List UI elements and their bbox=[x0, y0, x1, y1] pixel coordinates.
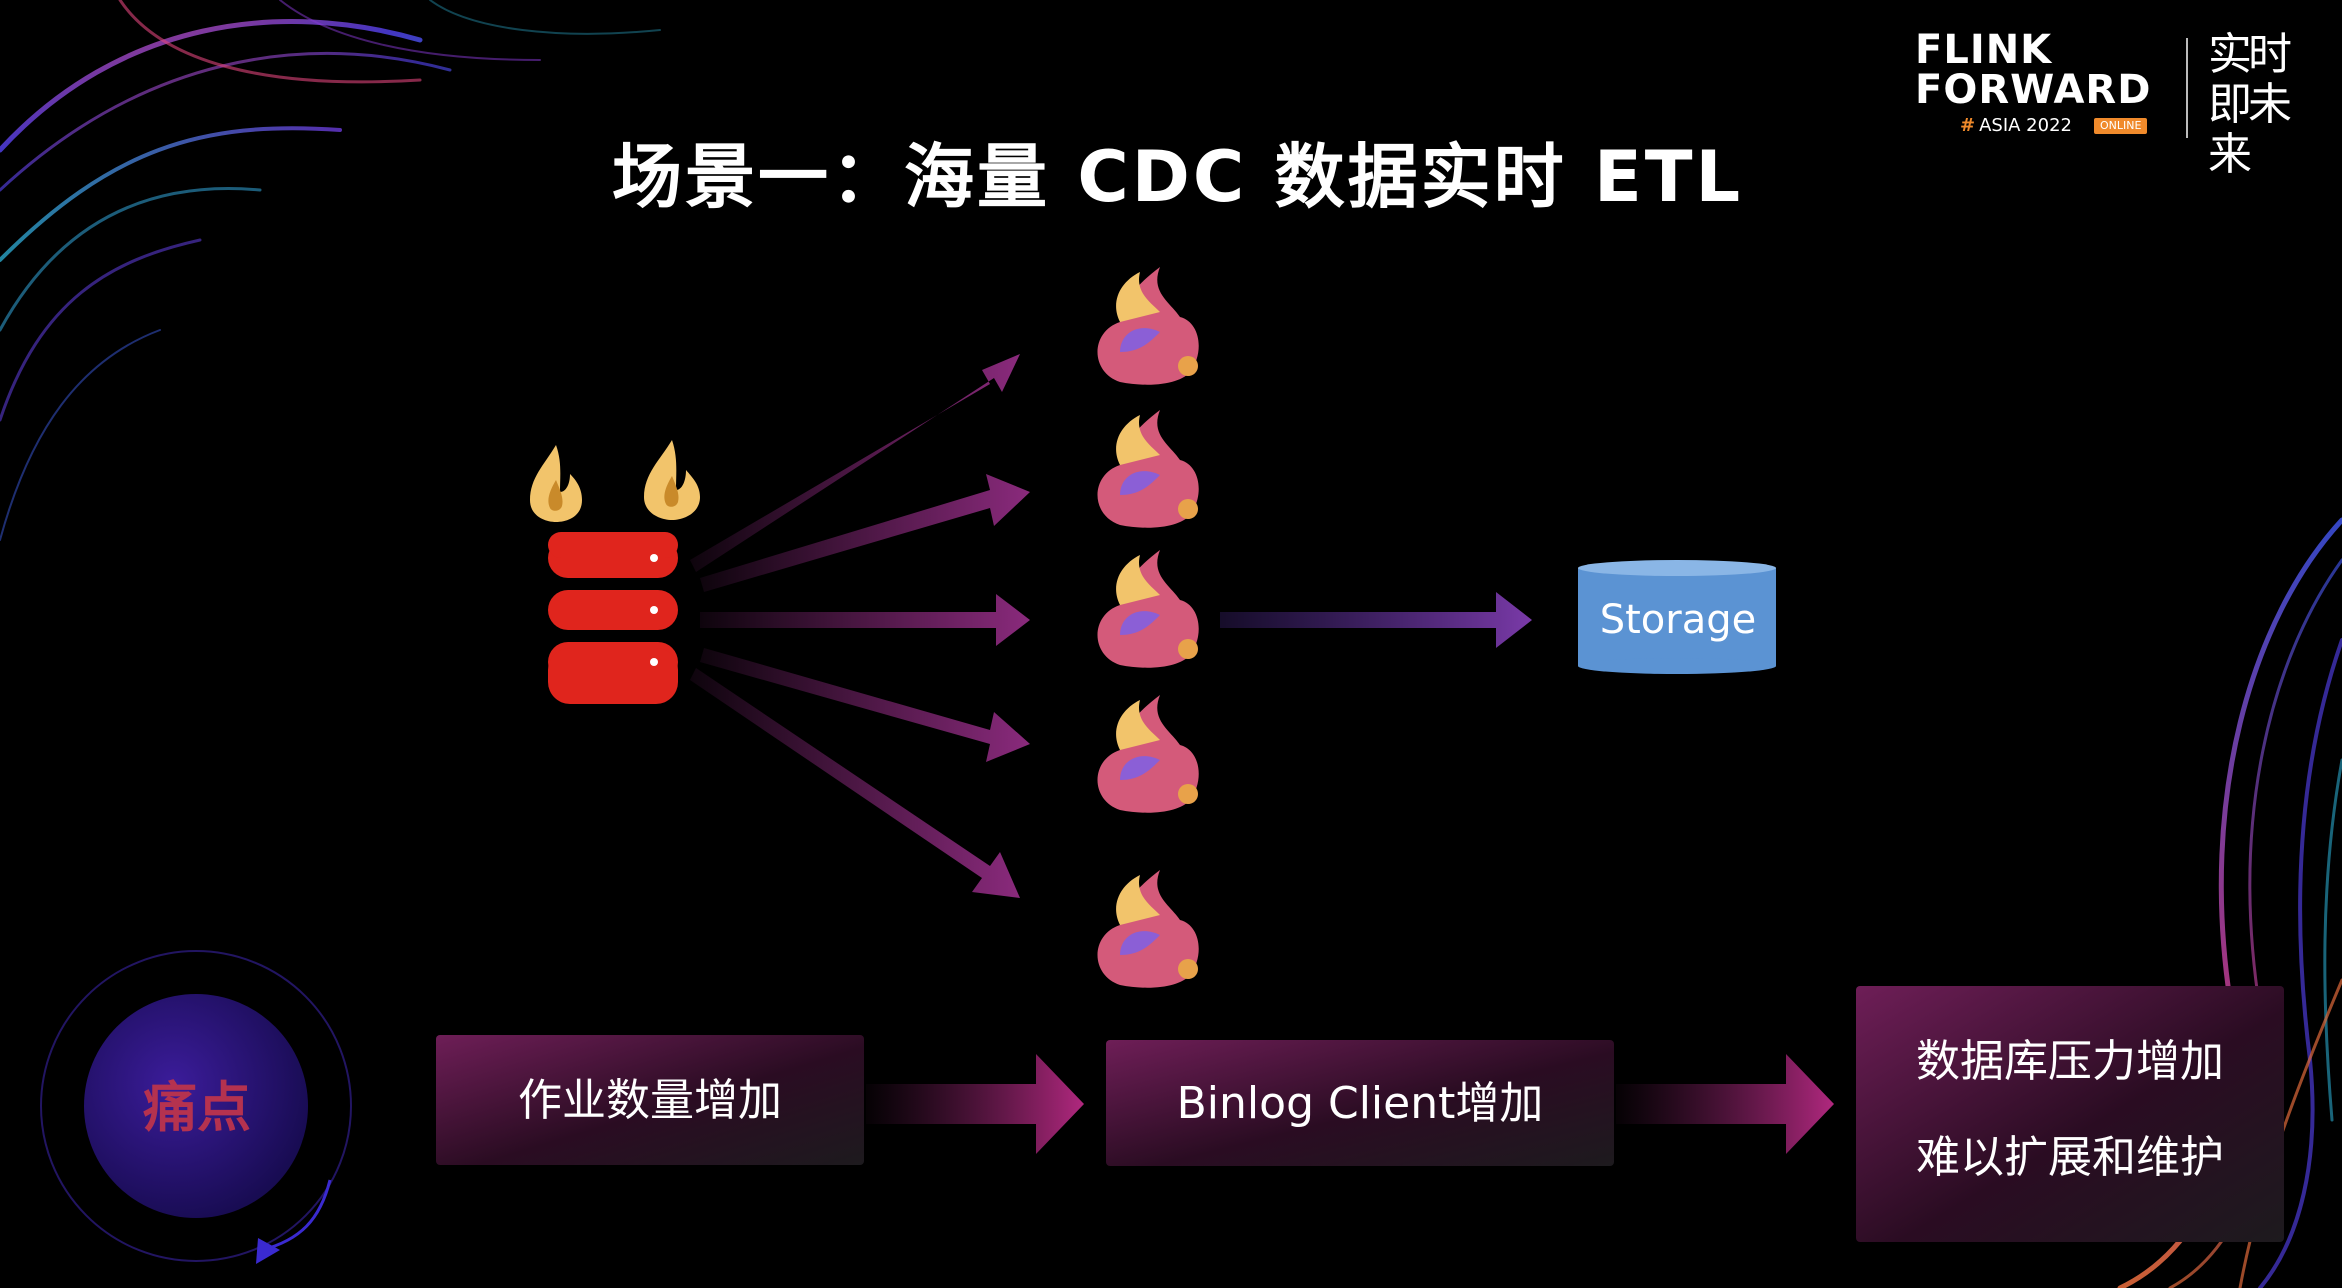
pain-circle bbox=[40, 950, 352, 1264]
database-icon bbox=[548, 532, 678, 704]
pain-chain-arrows bbox=[866, 1054, 1834, 1154]
logo-online-badge: ONLINE bbox=[2094, 118, 2148, 134]
logo-divider bbox=[2186, 38, 2188, 138]
pain-step-binlog: Binlog Client增加 bbox=[1106, 1040, 1614, 1166]
arrow-to-job-2 bbox=[700, 474, 1030, 592]
flink-squirrel-icon bbox=[1097, 410, 1199, 528]
logo-hash: # bbox=[1960, 115, 1976, 136]
flink-squirrel-icon bbox=[1097, 267, 1199, 385]
arrow-to-job-4 bbox=[700, 648, 1030, 762]
left-swirl bbox=[0, 0, 661, 541]
storage-icon bbox=[1578, 560, 1776, 674]
logo-flink-text: FLINK bbox=[1915, 27, 2053, 73]
pain-step-jobs-text: 作业数量增加 bbox=[518, 1075, 782, 1126]
pain-point-label: 痛点 bbox=[143, 1076, 251, 1139]
arrow-to-job-1 bbox=[690, 354, 1020, 572]
arrow-to-job-3 bbox=[700, 594, 1030, 646]
fanout-arrows bbox=[690, 354, 1532, 898]
pain-step-jobs: 作业数量增加 bbox=[436, 1035, 864, 1165]
flame-icon bbox=[530, 440, 700, 522]
arrow-to-storage bbox=[1220, 592, 1532, 648]
logo-forward-text: FORWARD bbox=[1915, 67, 2152, 113]
flink-squirrel-icon bbox=[1097, 870, 1199, 988]
storage-label: Storage bbox=[1599, 597, 1757, 643]
flink-squirrel-icon bbox=[1097, 695, 1199, 813]
logo-event-name: ASIA 2022 bbox=[1979, 115, 2072, 136]
slide-title: 场景一：海量 CDC 数据实时 ETL bbox=[612, 136, 1744, 218]
flink-squirrel-icon bbox=[1097, 550, 1199, 668]
logo-event-text: #ASIA 2022 bbox=[1960, 116, 2072, 136]
pain-step-maintenance: 难以扩展和维护 bbox=[1916, 1132, 2224, 1183]
pain-step-database-pressure: 数据库压力增加 bbox=[1916, 1036, 2224, 1087]
logo-slogan: 实时即未来 bbox=[2208, 29, 2292, 180]
arrow-to-job-5 bbox=[690, 668, 1020, 898]
pain-step-binlog-text: Binlog Client增加 bbox=[1176, 1078, 1544, 1129]
pain-step-database: 数据库压力增加 难以扩展和维护 bbox=[1856, 986, 2284, 1242]
